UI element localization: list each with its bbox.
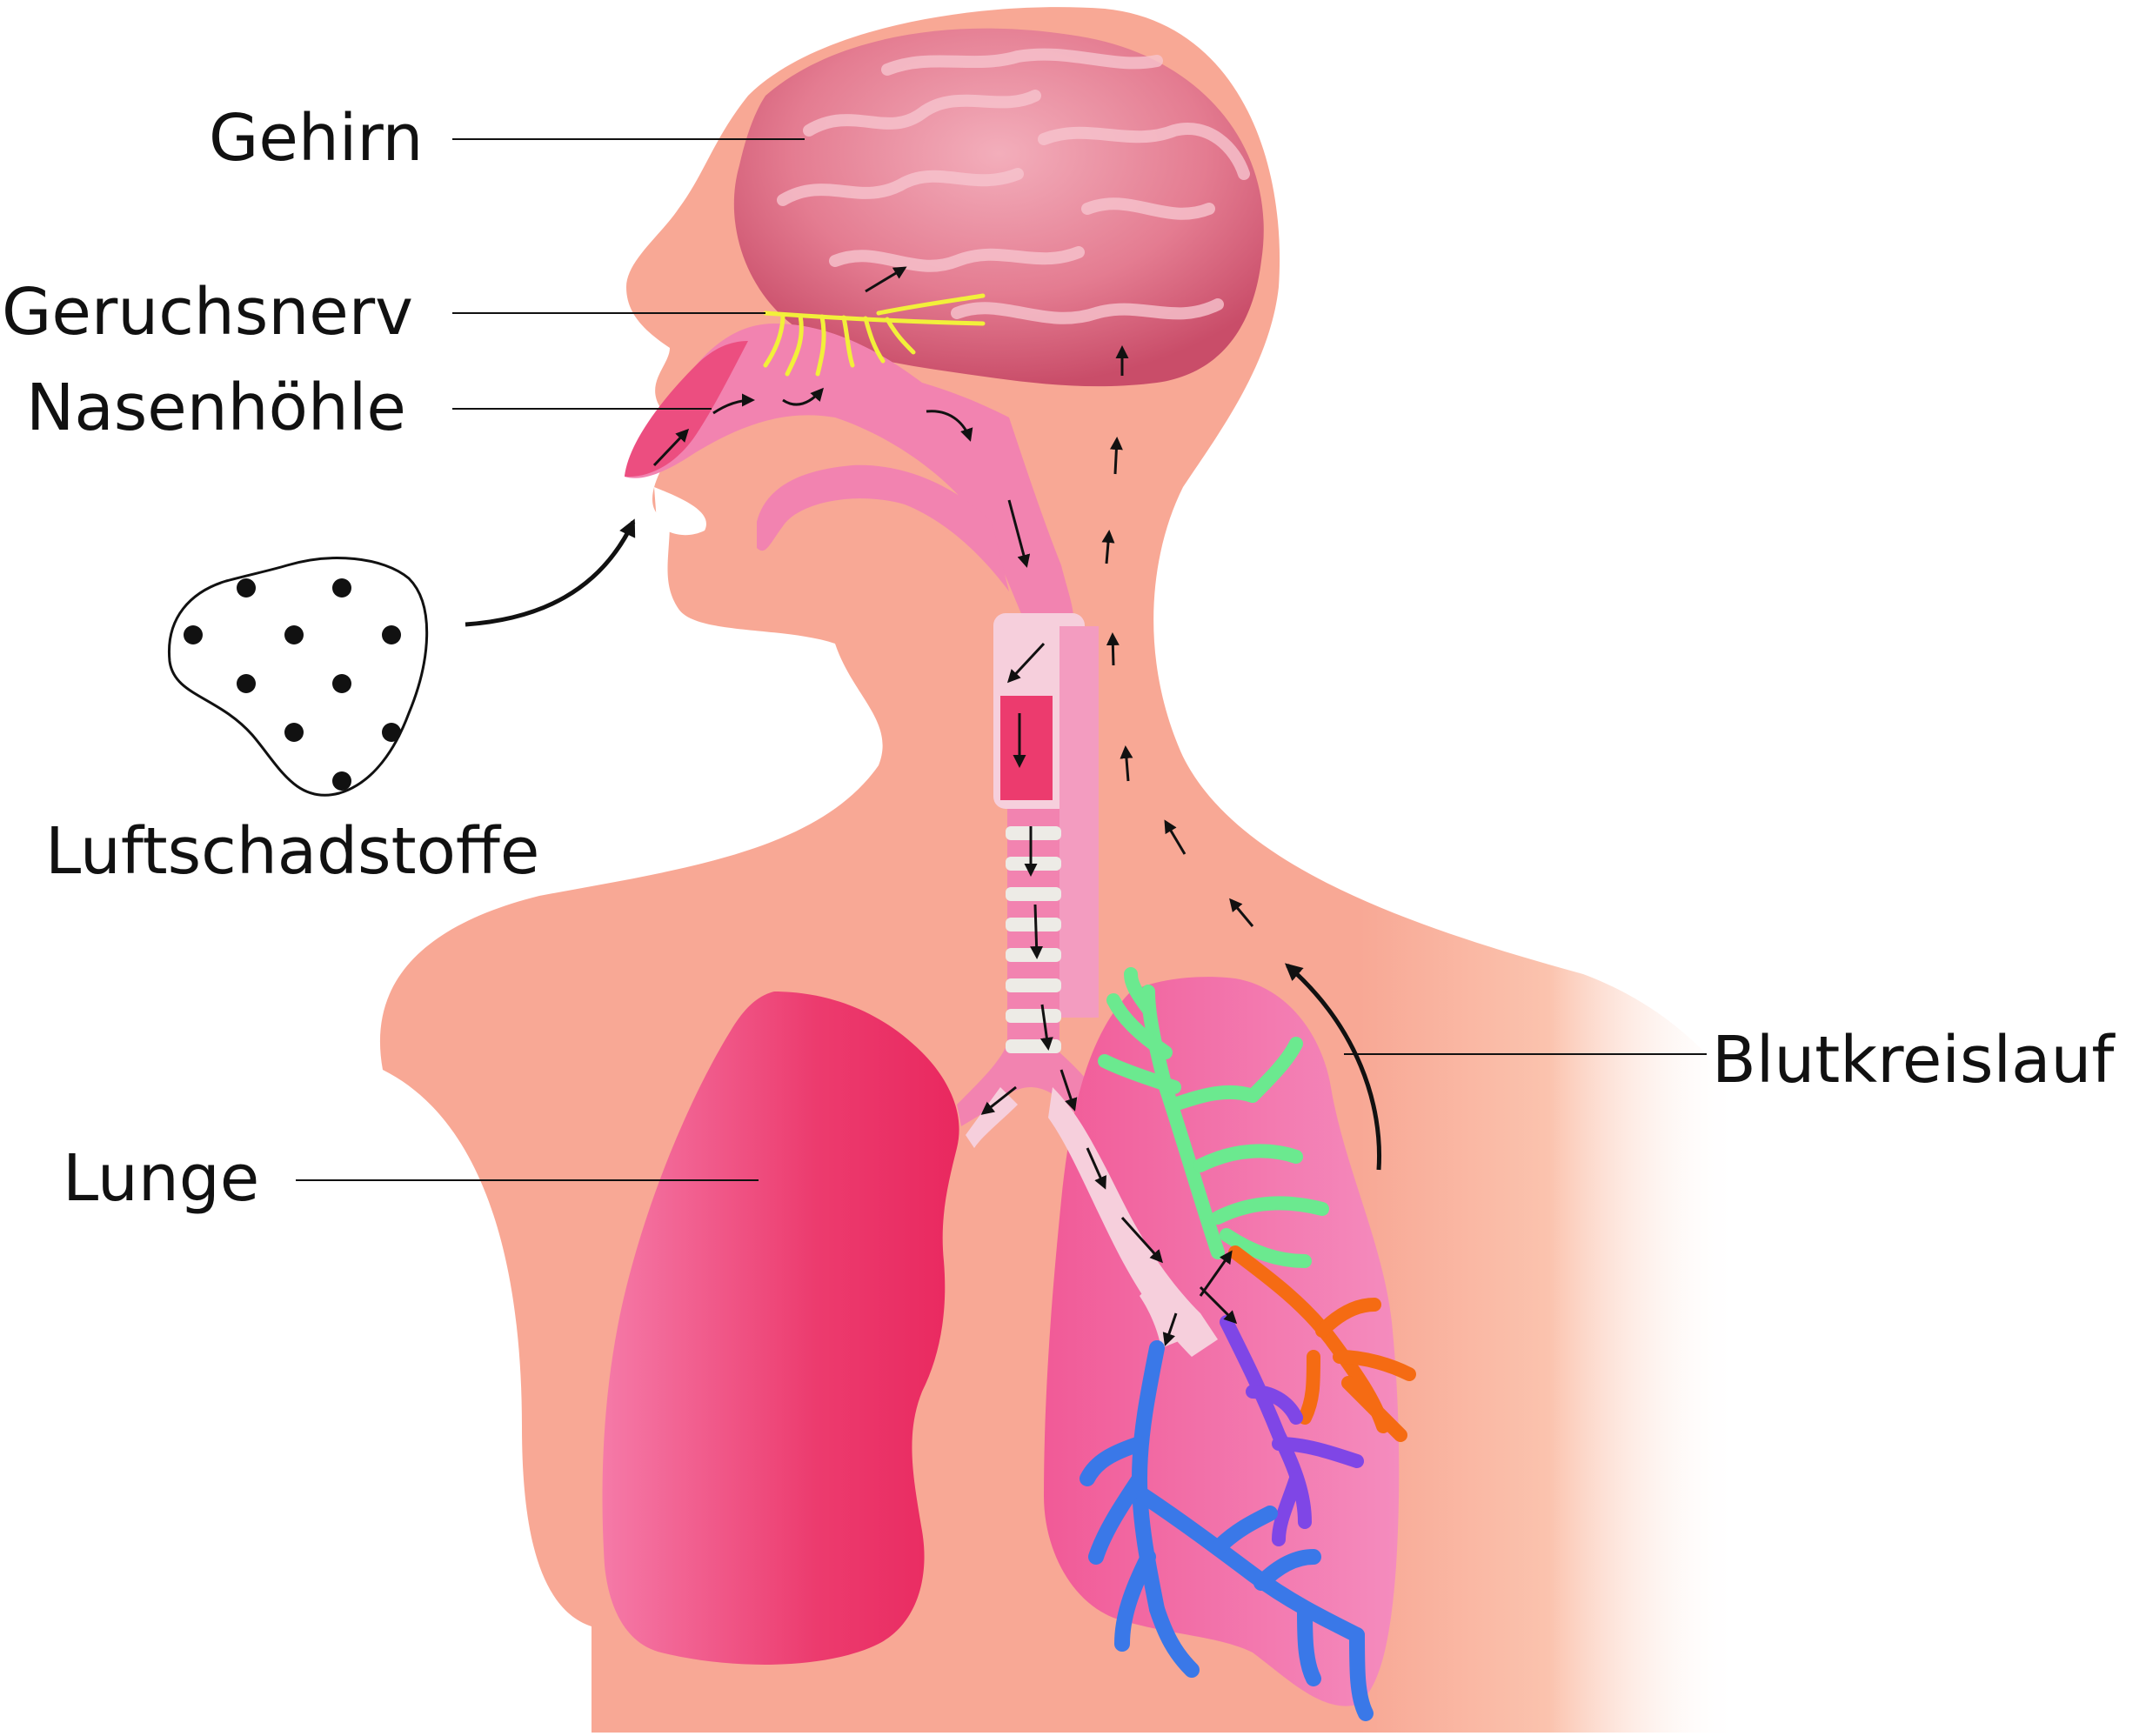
larynx-inner (1000, 696, 1053, 800)
bronchus-left-stub (966, 1087, 1018, 1148)
airflow-arrows (652, 266, 1238, 1346)
trachea-rings (1006, 826, 1061, 1053)
label-circulation: Blutkreislauf (1712, 1023, 2115, 1098)
pollutant-particles (184, 578, 401, 791)
brain-folds (777, 48, 1250, 324)
leader-lines (296, 138, 1707, 1181)
bronchus-blue (1080, 1340, 1374, 1721)
circulation-arrows (1101, 345, 1254, 927)
bronchus-green (1098, 967, 1329, 1268)
esophagus (1059, 626, 1099, 1018)
pollutant-cloud (167, 557, 429, 797)
olfactory-nerve (763, 293, 986, 377)
label-nasal-cavity: Nasenhöhle (26, 371, 406, 445)
inhale-arrow (465, 518, 636, 627)
mouth (654, 487, 706, 536)
bronchus-purple (1220, 1315, 1364, 1546)
lower-bronchus (1140, 1279, 1183, 1348)
label-olfactory-nerve: Geruchsnerv (2, 275, 413, 350)
oral-airway (757, 464, 1009, 591)
trachea (957, 809, 1100, 1126)
circulation-big-arrow (1284, 963, 1382, 1171)
label-lung: Lunge (63, 1141, 260, 1216)
label-brain: Gehirn (209, 101, 424, 176)
label-air-pollutants: Luftschadstoffe (45, 814, 540, 889)
bronchus-orange (1228, 1245, 1416, 1442)
lung-left (602, 992, 959, 1665)
